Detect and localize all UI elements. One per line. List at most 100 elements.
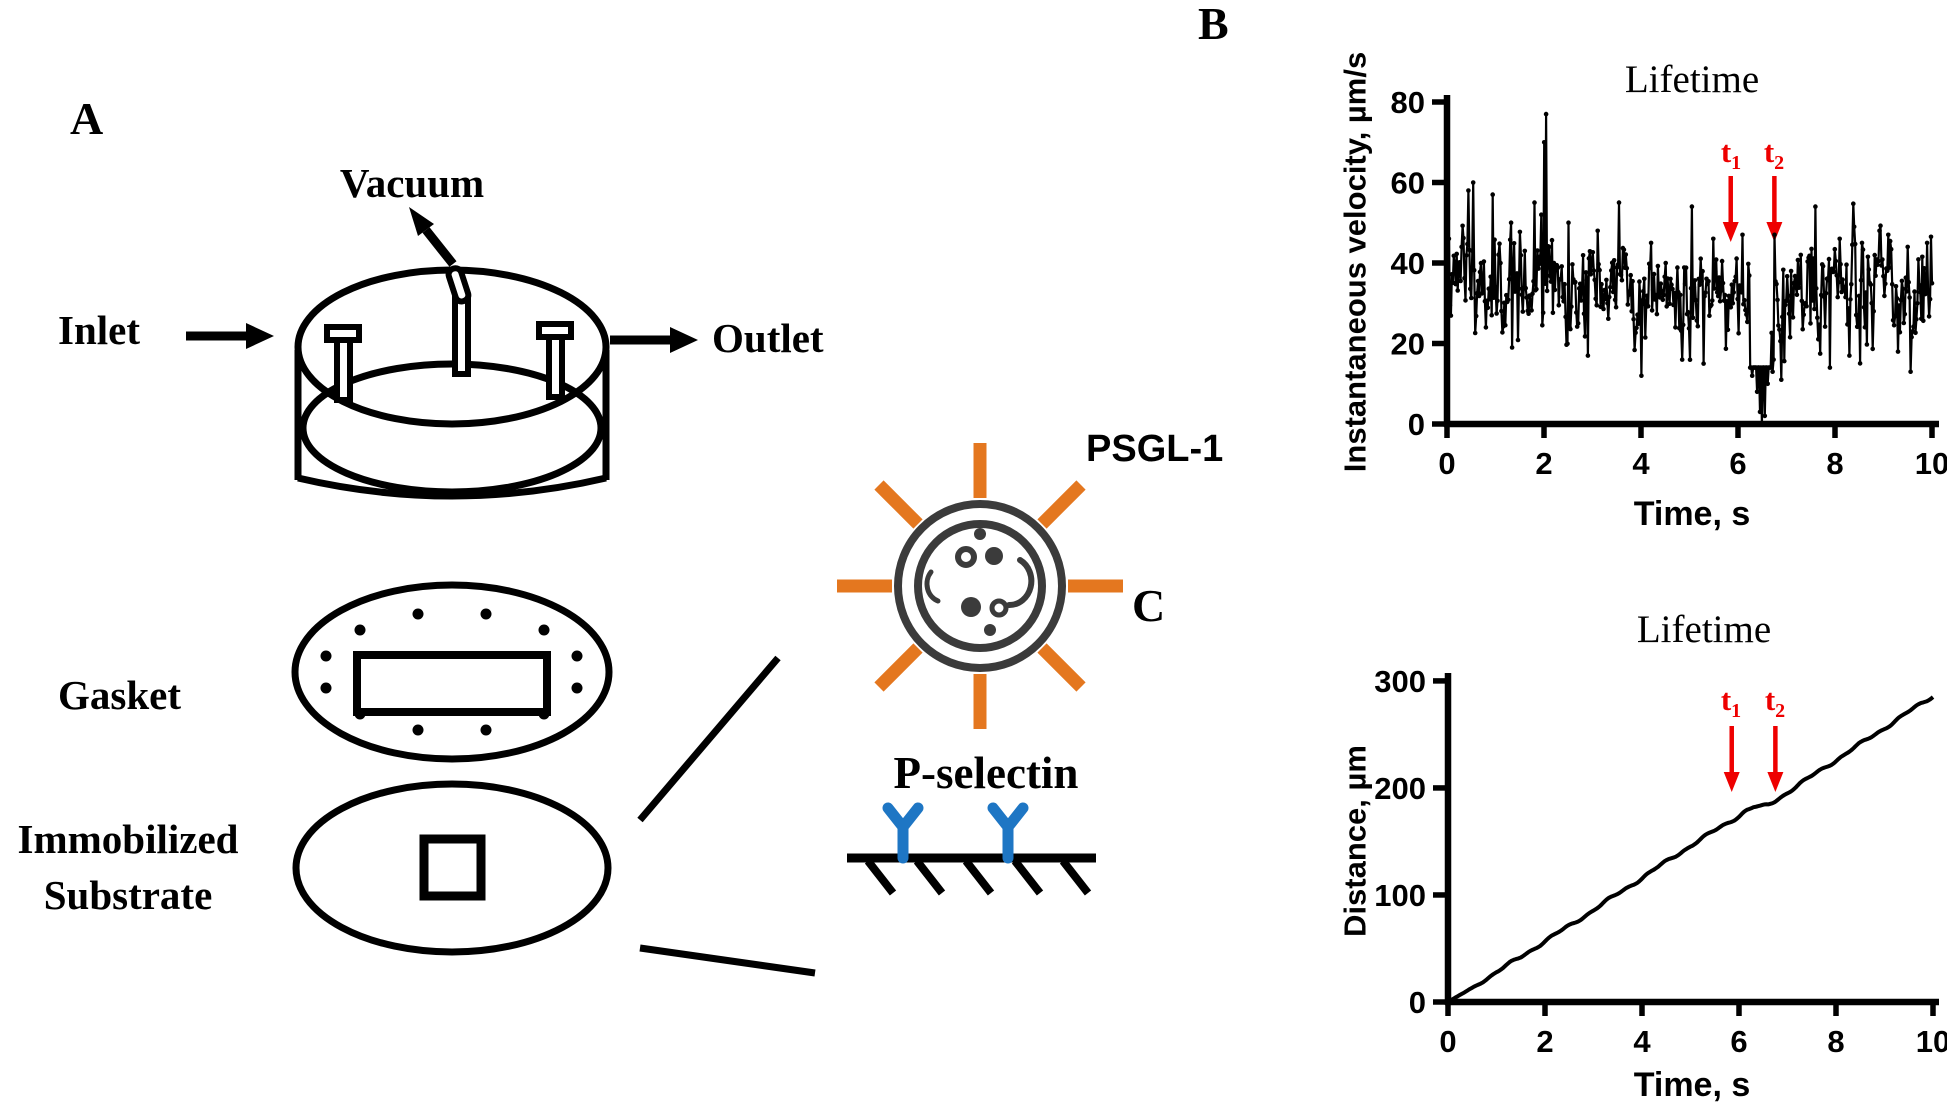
data-point — [1487, 297, 1493, 302]
data-point — [1522, 248, 1528, 254]
data-point — [1582, 334, 1588, 339]
data-point — [1843, 294, 1848, 300]
data-point — [1799, 298, 1805, 304]
substrate-window — [419, 834, 486, 901]
data-point — [1623, 252, 1629, 257]
data-point — [1727, 295, 1733, 301]
data-point — [1856, 293, 1862, 299]
y-tick-label: 20 — [1391, 327, 1425, 362]
data-point — [1644, 293, 1650, 299]
y-tick-label: 40 — [1391, 246, 1425, 281]
data-point — [1621, 247, 1627, 253]
data-point — [1489, 312, 1494, 318]
data-point — [1857, 361, 1863, 366]
x-tick-label: 2 — [1535, 446, 1552, 481]
data-point — [1636, 321, 1641, 327]
y-tick-label: 300 — [1374, 664, 1426, 699]
data-point — [1862, 325, 1868, 330]
data-point — [1805, 259, 1810, 264]
gasket-diagram — [291, 581, 613, 763]
data-point — [1459, 244, 1464, 250]
data-point — [1647, 265, 1653, 271]
data-point — [1486, 286, 1492, 292]
data-point — [1816, 337, 1821, 342]
data-point — [1637, 279, 1642, 284]
data-point — [1875, 262, 1880, 268]
data-point — [1679, 357, 1685, 362]
data-point — [1775, 297, 1780, 303]
data-point — [1544, 288, 1550, 294]
data-point — [1740, 232, 1745, 238]
data-point — [1470, 248, 1475, 254]
data-point — [1563, 314, 1568, 320]
data-point — [1537, 261, 1542, 267]
data-point — [1503, 322, 1508, 328]
data-point — [1561, 299, 1566, 304]
data-point — [1694, 318, 1700, 323]
t1-label-b: t1 — [1721, 135, 1741, 173]
data-point — [1742, 297, 1747, 303]
data-point — [1612, 297, 1618, 303]
t2-sub-b: 2 — [1774, 152, 1785, 175]
data-point — [1844, 262, 1849, 268]
data-point — [1628, 272, 1633, 278]
data-point — [1579, 284, 1585, 290]
substrate-ellipse — [292, 780, 612, 956]
data-point — [1645, 303, 1651, 309]
data-point — [1822, 324, 1828, 329]
data-point — [1904, 289, 1909, 294]
data-point — [1820, 263, 1826, 269]
data-point — [1692, 278, 1698, 283]
data-point — [1475, 278, 1481, 284]
data-point — [1739, 290, 1744, 295]
data-point — [1562, 281, 1567, 287]
data-point — [1580, 253, 1586, 258]
data-point — [1540, 323, 1545, 328]
data-point — [1879, 263, 1884, 268]
outlet-label: Outlet — [712, 315, 824, 361]
data-point — [1667, 301, 1672, 307]
data-point — [1452, 262, 1458, 268]
data-point — [1777, 327, 1782, 332]
y-tick-label: 100 — [1374, 878, 1426, 913]
data-point — [1890, 317, 1896, 323]
data-point — [1768, 365, 1773, 370]
data-point — [1821, 294, 1827, 300]
data-point — [1650, 287, 1656, 293]
data-point — [1616, 200, 1622, 205]
data-point — [1744, 312, 1749, 317]
data-point — [1749, 373, 1755, 379]
data-point — [1858, 277, 1864, 283]
data-point — [1488, 274, 1493, 280]
data-point — [1851, 224, 1857, 230]
data-point — [1586, 256, 1592, 261]
data-point — [1730, 301, 1736, 306]
data-point — [1774, 281, 1779, 287]
data-point — [1861, 304, 1867, 310]
chamber-port-left — [324, 324, 362, 403]
data-point — [1921, 318, 1926, 324]
data-point — [1817, 322, 1822, 328]
data-point — [1853, 312, 1859, 318]
data-point — [1535, 248, 1540, 253]
instantaneous-velocity-trace — [1445, 113, 1934, 426]
data-point — [1842, 287, 1847, 293]
data-point — [1491, 295, 1496, 301]
data-point — [1471, 267, 1477, 273]
data-point — [1473, 313, 1479, 319]
t2-base-c: t — [1764, 682, 1776, 717]
outlet-arrow — [610, 327, 698, 353]
data-point — [1869, 300, 1874, 306]
t1-sub-b: 1 — [1731, 152, 1742, 175]
data-point — [1610, 289, 1616, 295]
data-point — [1886, 265, 1892, 271]
data-point — [1712, 286, 1717, 291]
data-point — [1817, 351, 1823, 356]
data-point — [1728, 305, 1734, 310]
data-point — [1624, 266, 1630, 271]
t1-base-c: t — [1720, 682, 1732, 717]
data-point — [1881, 273, 1886, 279]
data-point — [1709, 302, 1714, 308]
data-point — [1872, 252, 1877, 258]
data-point — [1800, 326, 1805, 332]
